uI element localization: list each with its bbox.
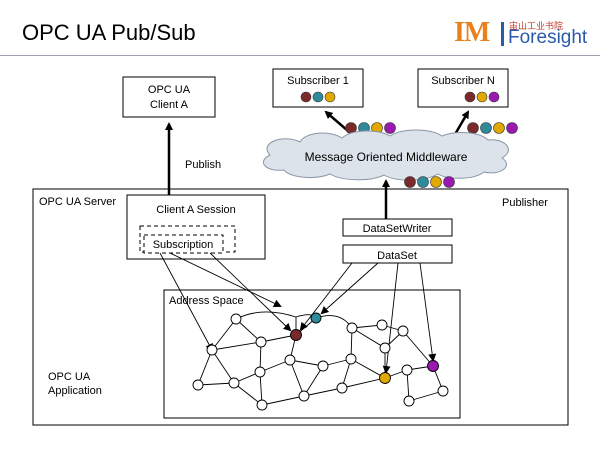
subscriber-n-box: Subscriber N [417, 68, 509, 108]
node [256, 399, 268, 411]
node [437, 385, 449, 397]
packet-right [467, 122, 518, 134]
logo-chinese-text: 宙山工业书院 [509, 22, 564, 32]
subn-dot-yellow [476, 91, 488, 103]
node [206, 344, 218, 356]
node [397, 325, 409, 337]
subn-dot-purple [488, 91, 500, 103]
node-red [290, 329, 302, 341]
node-graph-nodes [192, 312, 449, 411]
datasetwriter-label: DataSetWriter [363, 223, 432, 235]
subscription-label: Subscription [153, 239, 214, 251]
node [228, 377, 240, 389]
subn-dot-red [464, 91, 476, 103]
packet-left [345, 122, 396, 134]
node [255, 336, 267, 348]
client-a-box: OPC UA Client A [122, 76, 216, 118]
subscriber-1-box: Subscriber 1 [272, 68, 364, 108]
subscriber-n-label: Subscriber N [431, 75, 495, 87]
application-label-line1: OPC UA [48, 371, 91, 383]
logo-im: IM [454, 17, 490, 48]
datasetwriter-box [342, 218, 453, 237]
node [345, 353, 357, 365]
node-purple [427, 360, 439, 372]
packet-writer [404, 176, 455, 188]
server-label: OPC UA Server [39, 196, 116, 208]
node [403, 395, 415, 407]
dataset-box [342, 244, 453, 264]
binding-lines [159, 252, 437, 374]
sub1-dot-teal [312, 91, 324, 103]
server-box [32, 188, 569, 426]
node [254, 366, 266, 378]
node [230, 313, 242, 325]
node [284, 354, 296, 366]
middleware-label: Message Oriented Middleware [305, 150, 468, 164]
slide-title: OPC UA Pub/Sub [22, 20, 196, 45]
dataset-label: DataSet [377, 250, 417, 262]
subscriber-1-label: Subscriber 1 [287, 75, 349, 87]
title-divider [0, 55, 600, 56]
client-a-line1: OPC UA [148, 84, 191, 96]
node [379, 342, 391, 354]
logo-foresight: Foresight [508, 27, 588, 48]
logo-bar [501, 22, 504, 46]
middleware-cloud: Message Oriented Middleware [263, 129, 509, 181]
publish-label: Publish [185, 159, 221, 171]
node [346, 322, 358, 334]
node [336, 382, 348, 394]
node [376, 319, 388, 331]
node [317, 360, 329, 372]
client-a-line2: Client A [150, 99, 189, 111]
sub1-dot-red [300, 91, 312, 103]
node-teal [310, 312, 322, 324]
node [192, 379, 204, 391]
subscription-box [143, 234, 224, 254]
client-a-session-label: Client A Session [156, 204, 236, 216]
node-yellow [379, 372, 391, 384]
node [401, 364, 413, 376]
node [298, 390, 310, 402]
imforesight-logo: IM 宙山工业书院 Foresight [454, 18, 594, 50]
address-space-label: Address Space [169, 295, 244, 307]
sub1-dot-yellow [324, 91, 336, 103]
application-label-line2: Application [48, 385, 102, 397]
publisher-label: Publisher [502, 197, 548, 209]
